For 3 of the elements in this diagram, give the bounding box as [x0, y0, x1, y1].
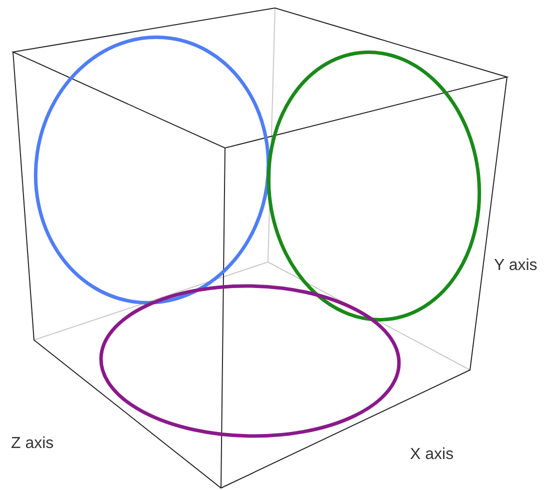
axis-label: X axis [410, 445, 454, 465]
axis-label: Z axis [11, 434, 54, 454]
axis-label: Y axis [494, 256, 538, 276]
